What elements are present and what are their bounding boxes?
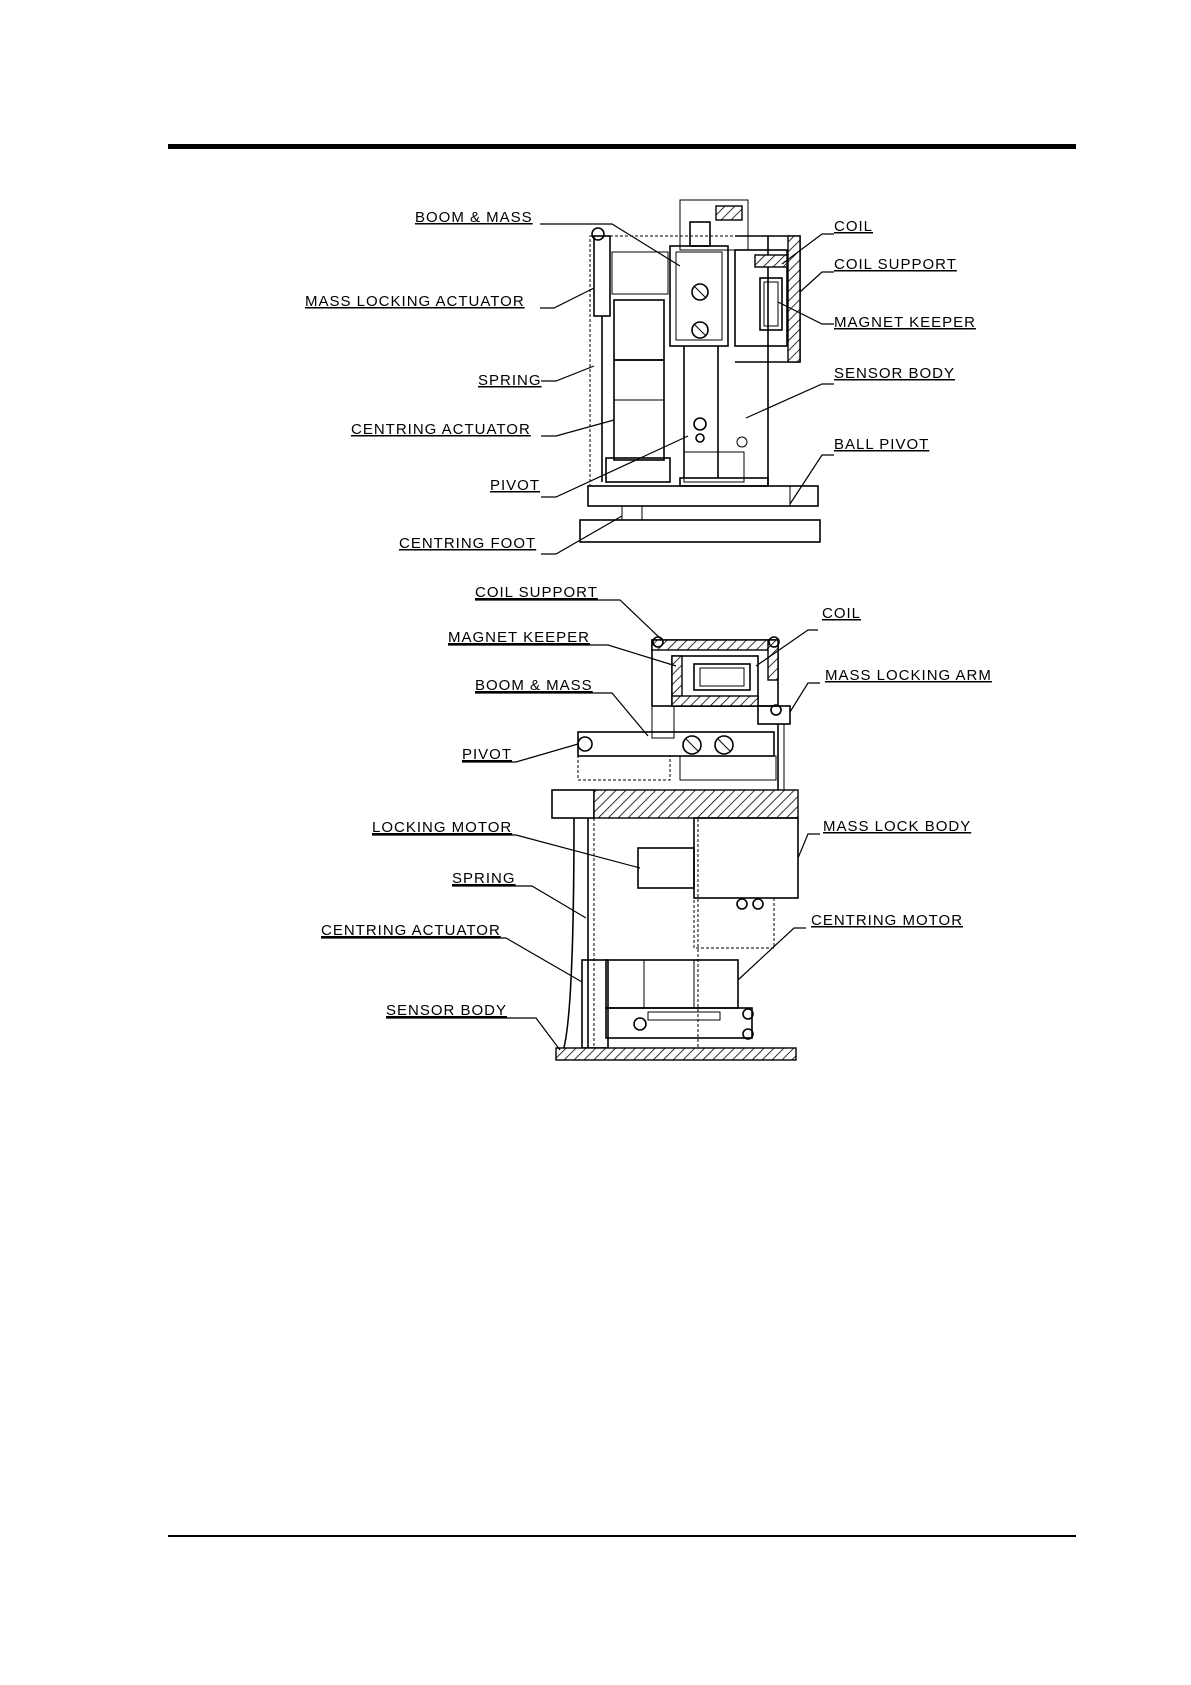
mass-lock-plate bbox=[594, 790, 798, 818]
label-bottom-coil-support: COIL SUPPORT bbox=[475, 584, 598, 601]
label-bottom-magnet-keeper: MAGNET KEEPER bbox=[448, 629, 590, 646]
label-bottom-mass-locking-arm: MASS LOCKING ARM bbox=[825, 667, 992, 684]
label-bottom-mass-lock-body: MASS LOCK BODY bbox=[823, 818, 971, 835]
footer-rule bbox=[168, 1535, 1076, 1537]
sensor-body-outline bbox=[590, 236, 768, 486]
diagram-bottom-drawing bbox=[552, 637, 798, 1060]
label-bottom-pivot: PIVOT bbox=[462, 746, 512, 763]
boom-mass-bar bbox=[578, 732, 774, 756]
base-plate bbox=[588, 486, 818, 506]
pivot-pin bbox=[578, 737, 592, 751]
mass-lock-body-block bbox=[694, 818, 798, 898]
header-rule bbox=[168, 144, 1076, 149]
label-top-sensor-body: SENSOR BODY bbox=[834, 365, 955, 382]
label-top-centring-actuator: CENTRING ACTUATOR bbox=[351, 421, 531, 438]
centring-actuator-body bbox=[614, 360, 664, 460]
label-bottom-coil: COIL bbox=[822, 605, 861, 622]
label-top-magnet-keeper: MAGNET KEEPER bbox=[834, 314, 976, 331]
diagram-top-drawing bbox=[580, 200, 820, 542]
centring-foot-plate bbox=[580, 520, 820, 542]
label-top-spring: SPRING bbox=[478, 372, 542, 389]
label-top-pivot: PIVOT bbox=[490, 477, 540, 494]
label-bottom-boom-mass: BOOM & MASS bbox=[475, 677, 593, 694]
label-top-coil: COIL bbox=[834, 218, 873, 235]
mass-locking-actuator-plate bbox=[594, 236, 610, 316]
diagram-top: BOOM & MASS MASS LOCKING ACTUATOR SPRING… bbox=[305, 200, 976, 554]
boom-mass-body bbox=[670, 246, 728, 346]
label-top-ball-pivot: BALL PIVOT bbox=[834, 436, 929, 453]
label-bottom-centring-motor: CENTRING MOTOR bbox=[811, 912, 963, 929]
label-top-mass-locking-actuator: MASS LOCKING ACTUATOR bbox=[305, 293, 525, 310]
centring-actuator-housing bbox=[582, 960, 608, 1048]
locking-motor-body bbox=[638, 848, 694, 888]
diagram-bottom: COIL SUPPORT MAGNET KEEPER BOOM & MASS P… bbox=[321, 584, 992, 1060]
label-top-centring-foot: CENTRING FOOT bbox=[399, 535, 536, 552]
coil-block bbox=[755, 255, 787, 267]
label-top-boom-mass: BOOM & MASS bbox=[415, 209, 533, 226]
label-bottom-centring-actuator: CENTRING ACTUATOR bbox=[321, 922, 501, 939]
label-bottom-spring: SPRING bbox=[452, 870, 516, 887]
label-bottom-sensor-body: SENSOR BODY bbox=[386, 1002, 507, 1019]
sensor-body-base bbox=[556, 1048, 796, 1060]
label-bottom-locking-motor: LOCKING MOTOR bbox=[372, 819, 512, 836]
centring-motor-body bbox=[606, 960, 738, 1008]
label-top-coil-support: COIL SUPPORT bbox=[834, 256, 957, 273]
